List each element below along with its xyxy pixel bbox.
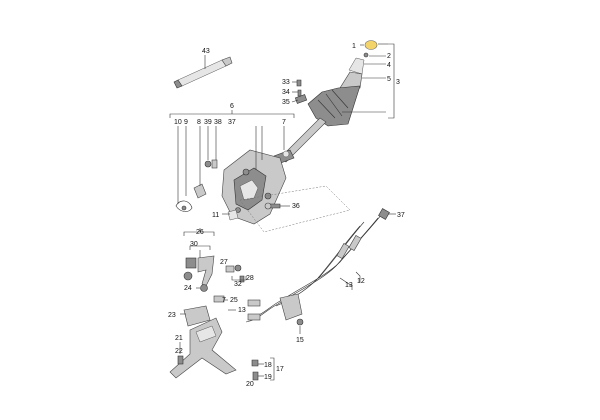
callout-4: 4	[387, 62, 391, 69]
callout-37-top: 37	[228, 119, 236, 126]
callout-15: 15	[296, 337, 304, 344]
callout-36: 36	[292, 203, 300, 210]
shift-knob-assembly	[294, 40, 378, 127]
callout-27: 27	[220, 259, 228, 266]
callout-3: 3	[396, 79, 400, 86]
callout-6: 6	[230, 103, 234, 110]
callout-2: 2	[387, 53, 391, 60]
small-parts-8-9	[204, 159, 218, 169]
callout-11: 11	[212, 212, 219, 219]
callout-22: 22	[175, 348, 183, 355]
callout-37-right: 37	[397, 212, 405, 219]
callout-7-mid: 7	[222, 297, 226, 304]
callout-30: 30	[190, 241, 198, 248]
callout-labels: 43 1 2 4 5 3 33 34 35 6 10 9 8 39 38 37 …	[168, 43, 405, 388]
callout-19: 19	[264, 374, 272, 381]
callout-35: 35	[282, 99, 290, 106]
callout-32: 32	[234, 281, 242, 288]
callout-34: 34	[282, 89, 290, 96]
callout-33: 33	[282, 79, 290, 86]
cap-highlighted	[364, 40, 378, 50]
callout-13-left: 13	[238, 307, 246, 314]
bracket-parts-26-30	[183, 255, 245, 287]
clip-parts-10	[175, 183, 207, 212]
callout-5: 5	[387, 76, 391, 83]
callout-7-top: 7	[282, 119, 286, 126]
callout-20: 20	[246, 381, 254, 388]
callout-1: 1	[352, 43, 356, 50]
shift-cables	[245, 208, 390, 326]
callout-9: 9	[184, 119, 188, 126]
callout-26: 26	[196, 229, 204, 236]
callout-43: 43	[202, 48, 210, 55]
callout-28: 28	[246, 275, 254, 282]
callout-39: 39	[204, 119, 212, 126]
leader-lines	[169, 43, 396, 381]
callout-12: 12	[357, 278, 365, 285]
screw-36	[264, 202, 281, 210]
sealant-tube	[173, 56, 233, 89]
callout-8: 8	[197, 119, 201, 126]
callout-17: 17	[276, 366, 284, 373]
part-11	[227, 209, 239, 221]
callout-10: 10	[174, 119, 182, 126]
callout-24: 24	[184, 285, 192, 292]
callout-23: 23	[168, 312, 176, 319]
callout-21: 21	[175, 335, 183, 342]
callout-38: 38	[214, 119, 222, 126]
callout-13-right: 13	[345, 282, 353, 289]
callout-25: 25	[230, 297, 238, 304]
lower-bracket	[169, 284, 259, 381]
screws-33-34	[296, 79, 302, 97]
callout-18: 18	[264, 362, 272, 369]
